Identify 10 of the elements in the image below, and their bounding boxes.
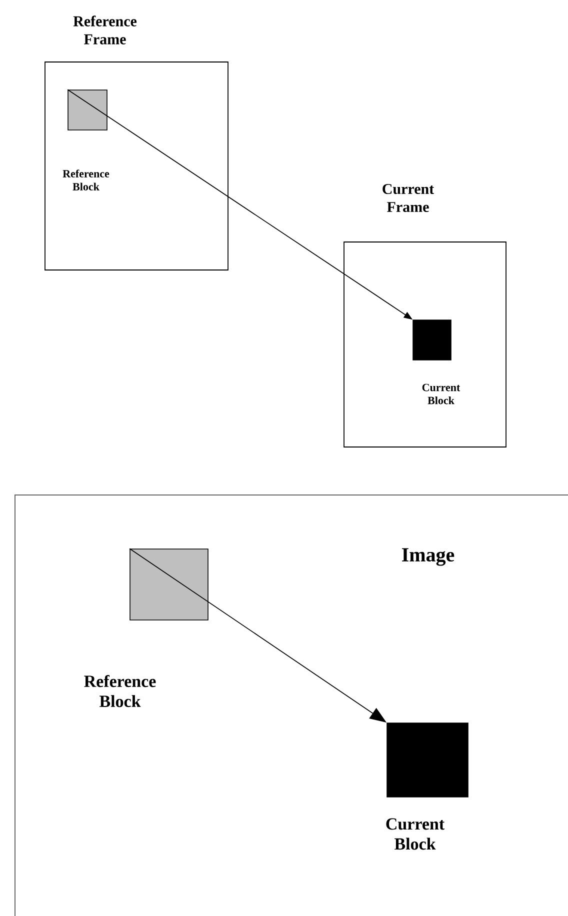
node-label: Reference Frame [73,16,137,44]
node-label: Current Block [422,384,460,404]
node-label: Current Block [386,818,445,850]
node-label: Reference Block [62,170,110,190]
block-square: Current Block [412,320,460,404]
block-square: Reference Block [84,548,208,708]
node-label: Reference Block [84,674,156,708]
block-square: Reference Block [62,90,110,190]
block-square: Current Block [386,722,468,850]
node-label: Current Frame [382,184,434,212]
